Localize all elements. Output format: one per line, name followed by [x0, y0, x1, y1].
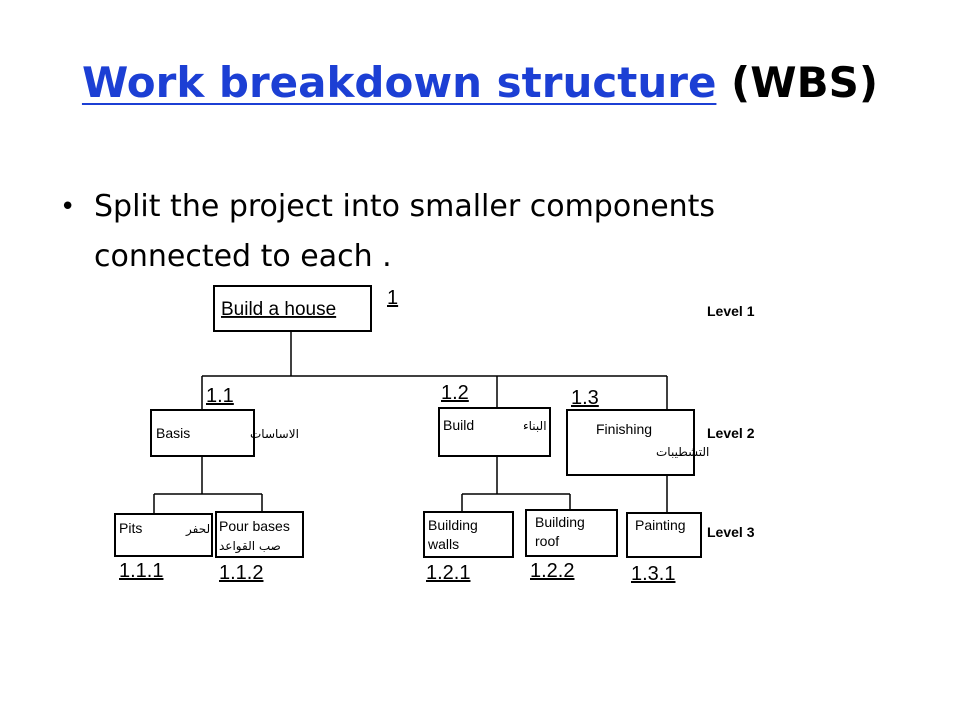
level-1-label: Level 1	[707, 303, 755, 319]
bullet-item: • Split the project into smaller compone…	[56, 182, 856, 282]
build-code: 1.2	[441, 382, 469, 404]
building-roof-line1: Building	[535, 514, 585, 530]
building-roof-code: 1.2.2	[530, 560, 574, 582]
basis-arabic: الاساسات	[250, 427, 299, 441]
painting-label: Painting	[635, 517, 686, 533]
finishing-label: Finishing	[596, 421, 652, 437]
painting-code: 1.3.1	[631, 563, 675, 585]
pits-label: Pits	[119, 520, 142, 536]
pour-bases-label: Pour bases	[219, 518, 290, 534]
pour-bases-code: 1.1.2	[219, 562, 263, 584]
title-suffix: (WBS)	[716, 58, 879, 107]
level-3-label: Level 3	[707, 524, 755, 540]
finishing-code: 1.3	[571, 387, 599, 409]
building-walls-line1: Building	[428, 517, 478, 533]
wbs-node-finishing: Finishing التشطيبات 1.3	[566, 387, 709, 476]
wbs-node-pits: Pits الحفر 1.1.1	[114, 513, 213, 582]
wbs-node-basis: Basis الاساسات 1.1	[150, 385, 299, 457]
wbs-node-building-walls: Building walls 1.2.1	[423, 511, 514, 584]
wbs-link[interactable]: Work breakdown structure	[81, 58, 717, 107]
wbs-node-pour-bases: Pour bases صب القواعد 1.1.2	[215, 511, 304, 584]
basis-code: 1.1	[206, 385, 234, 407]
root-label: Build a house	[221, 299, 336, 320]
wbs-node-painting: Painting 1.3.1	[626, 512, 702, 585]
building-walls-line2: walls	[427, 536, 459, 552]
finishing-arabic: التشطيبات	[656, 445, 709, 459]
building-roof-line2: roof	[535, 533, 559, 549]
pour-bases-arabic: صب القواعد	[219, 539, 281, 554]
wbs-node-building-roof: Building roof 1.2.2	[525, 509, 618, 582]
basis-label: Basis	[156, 425, 190, 441]
bullet-dot-icon: •	[60, 192, 76, 222]
pits-code: 1.1.1	[119, 560, 163, 582]
building-walls-code: 1.2.1	[426, 562, 470, 584]
connector-lines	[153, 331, 668, 514]
root-code: 1	[387, 287, 398, 309]
slide-title: Work breakdown structure (WBS)	[0, 58, 960, 108]
pits-arabic: الحفر	[185, 522, 213, 537]
bullet-text: Split the project into smaller component…	[94, 189, 716, 274]
wbs-node-root: Build a house 1	[213, 285, 398, 332]
wbs-node-build: Build البناء 1.2	[438, 382, 551, 457]
build-arabic: البناء	[523, 419, 547, 433]
level-2-label: Level 2	[707, 425, 755, 441]
build-label: Build	[443, 417, 474, 433]
